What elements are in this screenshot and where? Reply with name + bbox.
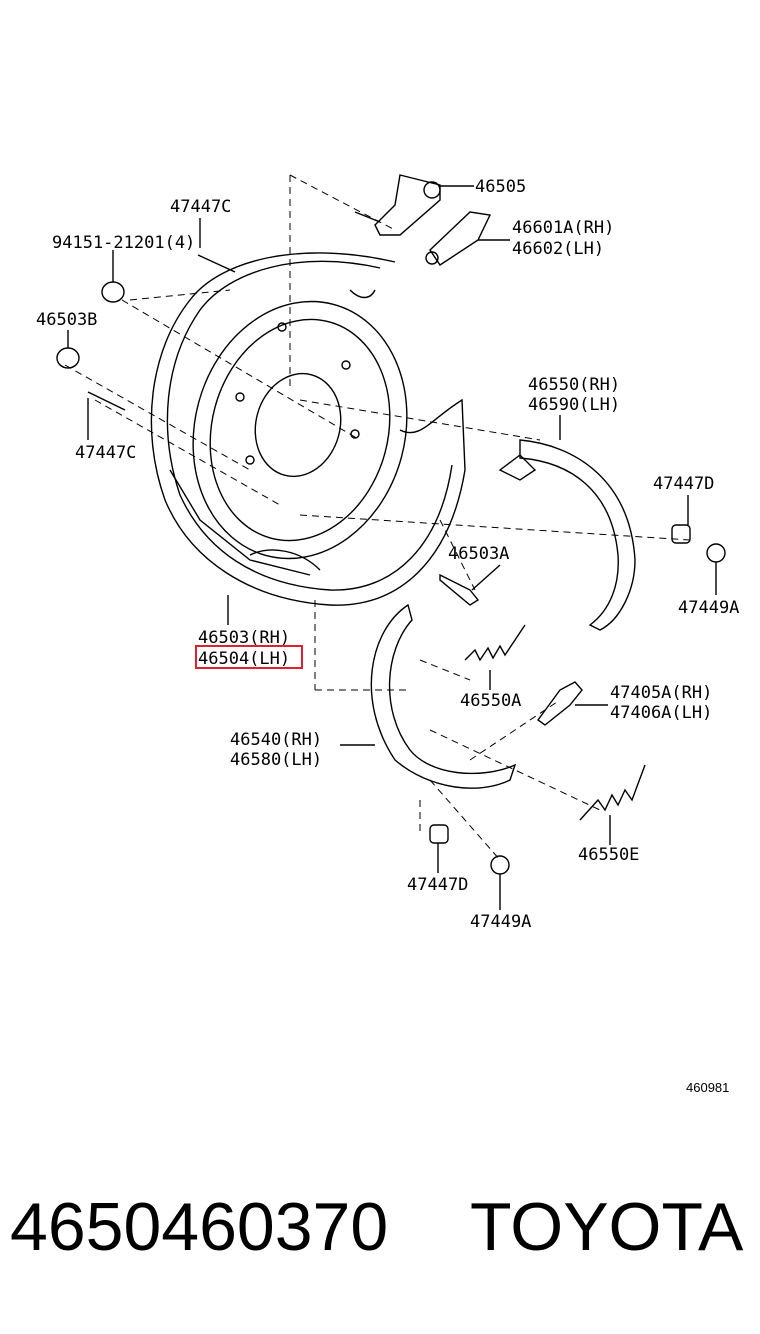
label-47449a-right: 47449A: [678, 598, 739, 618]
pin-46503a: [439, 564, 501, 606]
part-number: 4650460370: [10, 1189, 389, 1265]
label-47447c-top: 47447C: [170, 197, 231, 217]
label-47406a: 47406A(LH): [610, 703, 712, 723]
parking-brake-lever: [354, 174, 474, 236]
label-46505: 46505: [475, 177, 526, 197]
bolt-47447c-left: [87, 391, 126, 440]
label-46550e: 46550E: [578, 845, 639, 865]
nut-94151: [101, 250, 125, 303]
label-46550a: 46550A: [460, 691, 521, 711]
spring-46550a: [464, 624, 526, 690]
adjuster-47405a: [537, 681, 608, 726]
part-labels: 46505 46601A(RH) 46602(LH) 47447C 94151-…: [36, 177, 739, 1095]
label-94151: 94151-21201(4): [52, 233, 195, 253]
label-46590: 46590(LH): [528, 395, 620, 415]
brake-shoe-upper: [498, 415, 636, 631]
label-46550: 46550(RH): [528, 375, 620, 395]
footer: 4650460370 TOYOTA: [0, 1188, 760, 1278]
spring-cup-bottom: [429, 824, 510, 910]
spring-46550e: [579, 764, 646, 845]
brand-name: TOYOTA: [470, 1189, 744, 1265]
label-46503a: 46503A: [448, 544, 509, 564]
brake-shoe-lower: [340, 603, 517, 789]
label-47447d-right: 47447D: [653, 474, 714, 494]
reference-code: 460981: [686, 1080, 729, 1095]
bolt-47447c-top: [197, 218, 236, 273]
label-46580: 46580(LH): [230, 750, 322, 770]
label-47447c-left: 47447C: [75, 443, 136, 463]
label-46602: 46602(LH): [512, 239, 604, 259]
label-46503: 46503(RH): [198, 628, 290, 648]
label-47447d-bottom: 47447D: [407, 875, 468, 895]
label-46503b: 46503B: [36, 310, 97, 330]
highlight-box: [195, 645, 303, 669]
washer-46503b: [56, 330, 80, 369]
label-46601a: 46601A(RH): [512, 218, 614, 238]
label-46504: 46504(LH): [198, 649, 290, 669]
label-46540: 46540(RH): [230, 730, 322, 750]
label-47405a: 47405A(RH): [610, 683, 712, 703]
backing-plate: [150, 252, 466, 606]
adjuster-part: [425, 211, 510, 266]
spring-cup-right: [671, 495, 726, 595]
label-47449a-bottom: 47449A: [470, 912, 531, 932]
